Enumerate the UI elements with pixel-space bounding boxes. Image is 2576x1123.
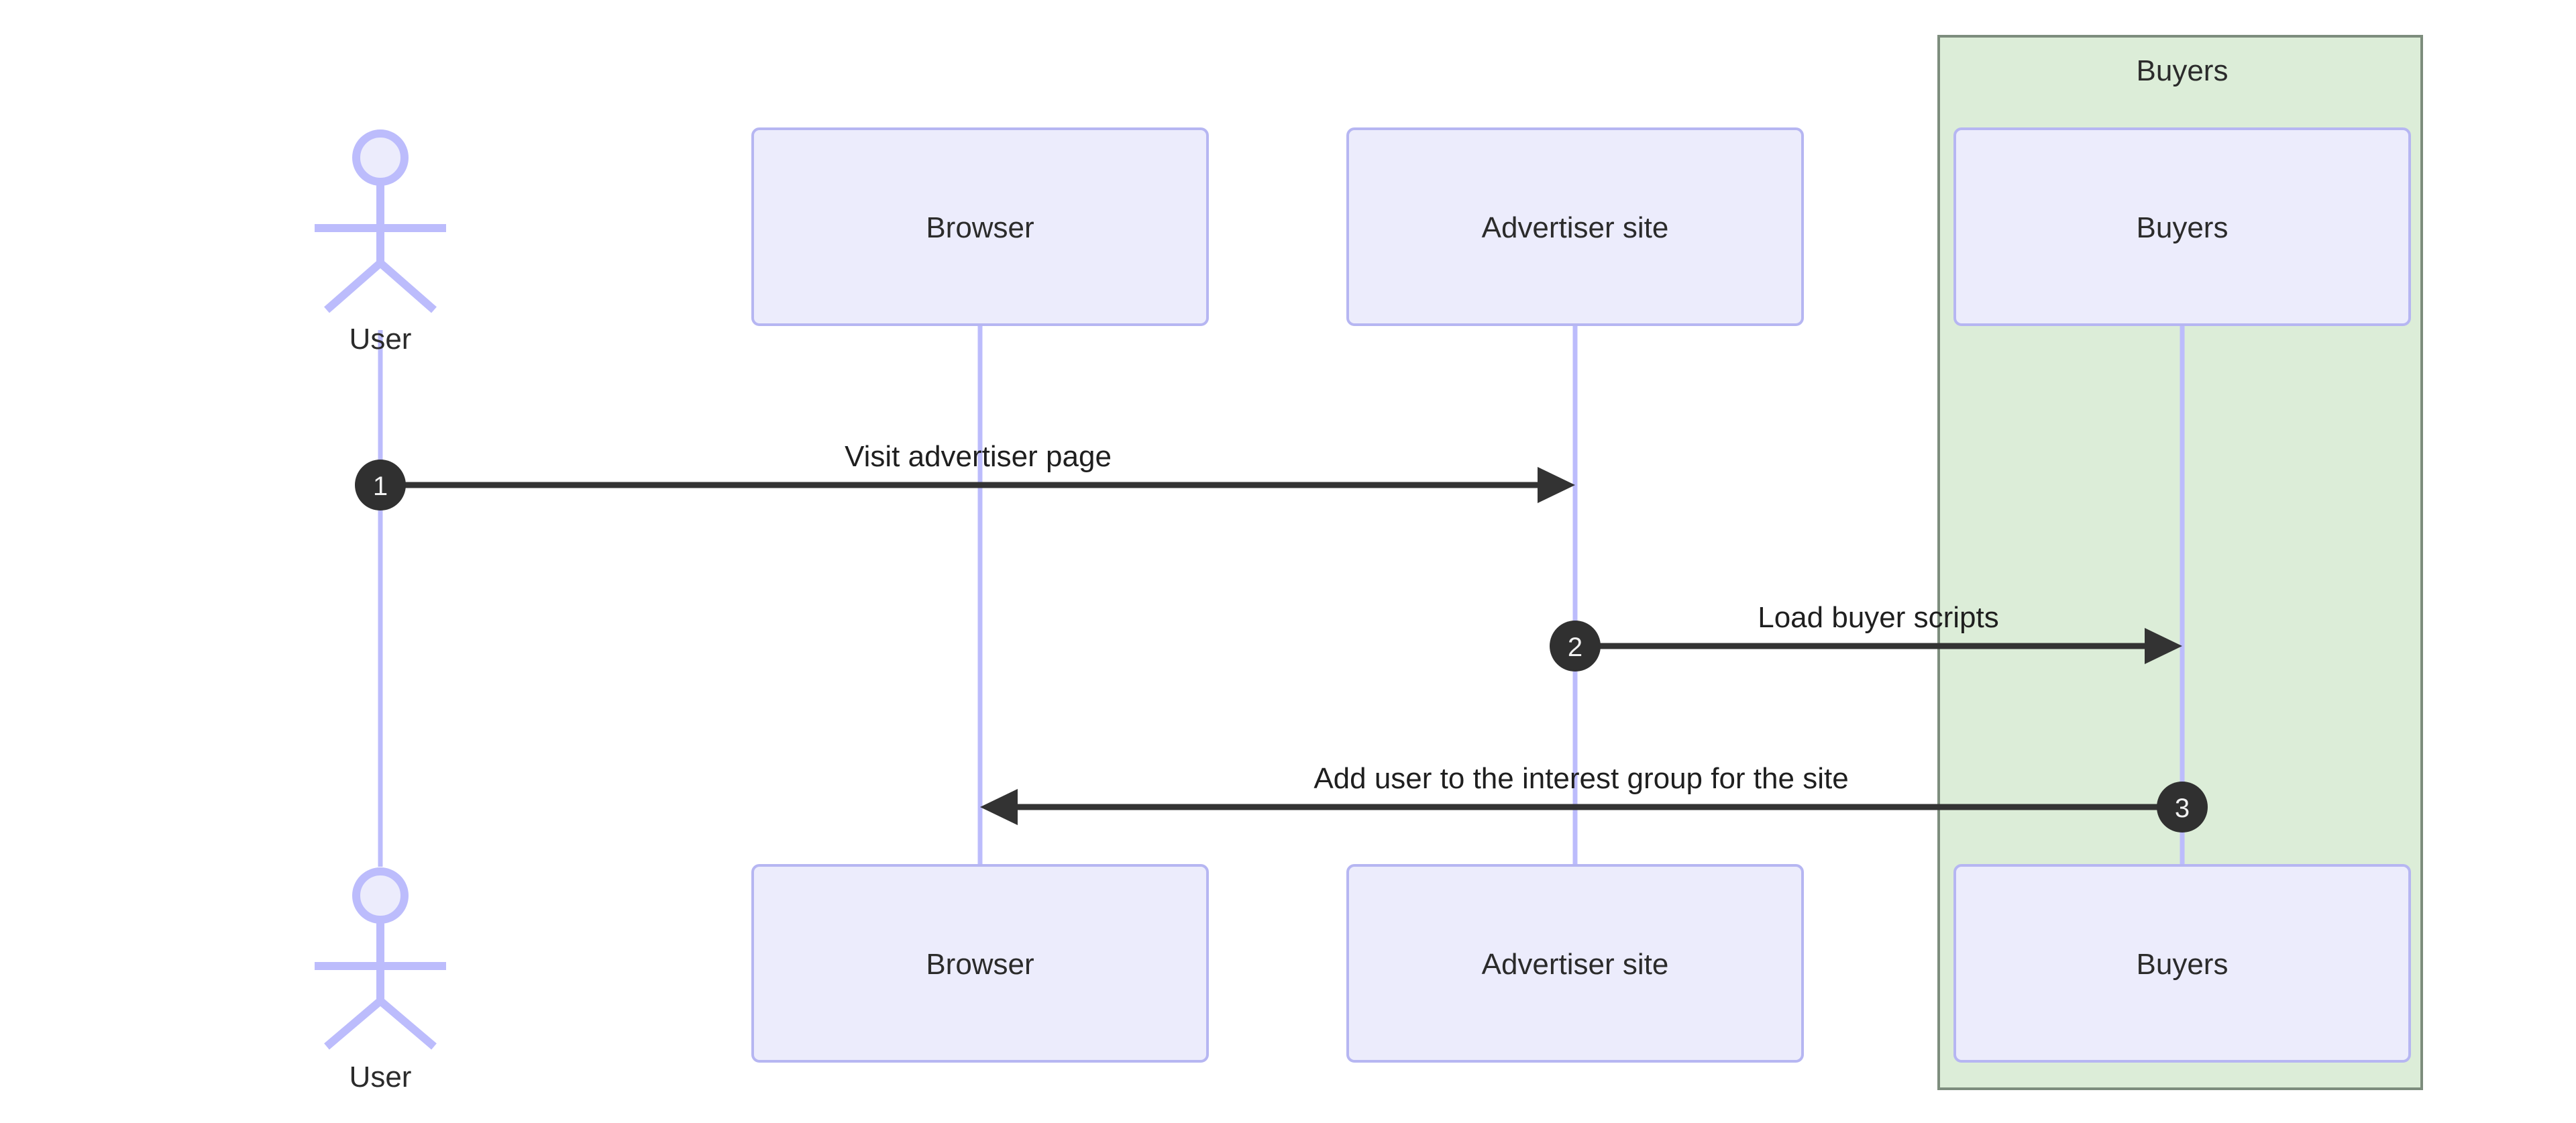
message-3-badge — [2157, 782, 2208, 833]
participant-buyers-bottom-label: Buyers — [2137, 948, 2229, 981]
actor-leg-left-icon — [324, 998, 383, 1050]
participant-advertiser-top[interactable]: Advertiser site — [1346, 127, 1804, 326]
participant-advertiser-bottom[interactable]: Advertiser site — [1346, 864, 1804, 1063]
participant-user-top[interactable]: User — [315, 129, 446, 356]
message-3-badge-number: 3 — [2175, 794, 2190, 823]
participant-browser-bottom-label: Browser — [926, 948, 1034, 981]
participant-browser-top-label: Browser — [926, 211, 1034, 244]
participant-advertiser-top-label: Advertiser site — [1482, 211, 1669, 244]
message-1-badge — [355, 460, 406, 511]
participant-user-bottom-label: User — [350, 1061, 412, 1093]
participant-buyers-top-rect — [1953, 127, 2411, 326]
participant-advertiser-bottom-label: Advertiser site — [1482, 948, 1669, 981]
participant-user-top-label: User — [350, 323, 412, 356]
participant-browser-top-rect — [751, 127, 1209, 326]
actor-head-icon — [352, 867, 409, 924]
actor-head-icon — [352, 129, 409, 186]
message-2-badge-number: 2 — [1568, 633, 1582, 662]
participant-advertiser-top-rect — [1346, 127, 1804, 326]
actor-leg-right-icon — [378, 998, 437, 1050]
actor-leg-right-icon — [378, 260, 437, 313]
participant-buyers-top[interactable]: Buyers — [1953, 127, 2411, 326]
group-buyers-title: Buyers — [2137, 54, 2229, 87]
message-1-arrowhead-icon — [1538, 467, 1575, 503]
message-3-label: Add user to the interest group for the s… — [1313, 762, 1848, 795]
message-1-badge-number: 1 — [373, 472, 388, 501]
message-2-arrowhead-icon — [2145, 628, 2182, 664]
participant-advertiser-bottom-rect — [1346, 864, 1804, 1063]
message-1-label: Visit advertiser page — [845, 440, 1112, 473]
message-1[interactable]: Visit advertiser page 1 — [355, 440, 1575, 511]
message-3[interactable]: Add user to the interest group for the s… — [980, 762, 2208, 833]
participant-browser-top[interactable]: Browser — [751, 127, 1209, 326]
participant-buyers-bottom-rect — [1953, 864, 2411, 1063]
participant-browser-bottom-rect — [751, 864, 1209, 1063]
message-2-badge — [1550, 621, 1601, 672]
message-3-arrowhead-icon — [980, 789, 1018, 825]
message-2-label: Load buyer scripts — [1758, 601, 1999, 634]
participant-browser-bottom[interactable]: Browser — [751, 864, 1209, 1063]
participant-buyers-top-label: Buyers — [2137, 211, 2229, 244]
actor-leg-left-icon — [324, 260, 383, 313]
message-2[interactable]: Load buyer scripts 2 — [1550, 601, 2182, 672]
participant-user-bottom[interactable]: User — [315, 867, 446, 1093]
participant-buyers-bottom[interactable]: Buyers — [1953, 864, 2411, 1063]
